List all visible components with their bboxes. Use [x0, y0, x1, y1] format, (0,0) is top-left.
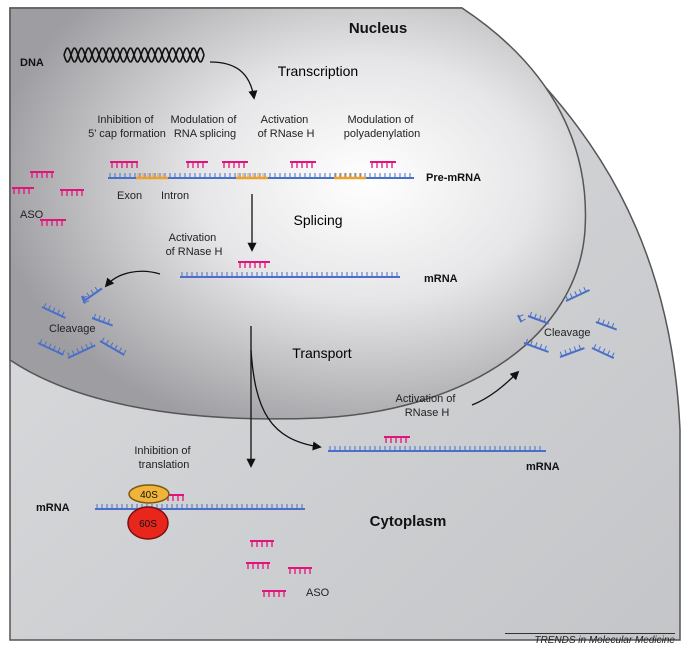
aso-molecule	[288, 567, 312, 574]
mrna-label-cyto: mRNA	[526, 461, 560, 473]
mrna-backbone	[180, 272, 400, 278]
bound-aso	[384, 436, 410, 443]
dna-label: DNA	[20, 57, 44, 69]
mrna-backbone	[328, 446, 546, 452]
splicing-label: Splicing	[293, 212, 342, 228]
transport-arrow-export	[250, 349, 322, 451]
aso-molecule	[262, 590, 286, 597]
rna-fragment	[591, 344, 615, 360]
intron-label: Intron	[161, 190, 189, 202]
aso-label-cyto: ASO	[306, 587, 330, 599]
rnase-h-activation-label-cyto: Activation of RNase H	[396, 393, 459, 419]
cleavage-arrow-nucleus	[104, 270, 161, 288]
exon-label: Exon	[117, 190, 142, 202]
rnase-h-activation-label-top: Activation of RNase H	[258, 114, 315, 140]
bound-aso	[238, 261, 270, 268]
rna-fragment	[565, 286, 590, 302]
cleaved-fragments-cytoplasm	[517, 286, 618, 360]
ribosome-40s-label: 40S	[140, 490, 158, 501]
aso-molecule	[30, 171, 54, 178]
nucleus-label: Nucleus	[349, 20, 407, 37]
transcription-arrow	[209, 61, 258, 100]
rna-fragment	[81, 295, 90, 304]
cleavage-arrow-cyto	[471, 370, 520, 406]
transcription-label: Transcription	[278, 63, 358, 79]
pre-mrna-strand	[108, 161, 414, 180]
bound-aso	[186, 161, 208, 168]
mrna-strand-nucleus	[180, 261, 400, 278]
rna-fragment	[41, 303, 66, 319]
cleavage-label-nucleus: Cleavage	[49, 323, 95, 335]
rnase-h-activation-label-nucleus: Activation of RNase H	[166, 232, 223, 258]
translation-inhibition-label: Inhibition of translation	[134, 445, 193, 471]
mrna-label-nucleus: mRNA	[424, 273, 458, 285]
rna-fragment	[37, 339, 66, 356]
rna-fragment	[559, 344, 585, 358]
cleaved-fragments-nucleus	[37, 286, 127, 359]
aso-molecule	[12, 187, 34, 194]
rna-fragment	[91, 313, 114, 327]
mrna-strand-cytoplasm	[328, 436, 546, 452]
aso-group-cytoplasm	[246, 540, 312, 597]
splicing-modulation-label: Modulation of RNA splicing	[170, 114, 239, 140]
ribosome-60s: 60S	[127, 506, 169, 540]
mrna-label-ribosome: mRNA	[36, 502, 70, 514]
dna-helix	[63, 47, 205, 63]
aso-label-nucleus: ASO	[20, 209, 44, 221]
rna-fragment	[67, 341, 96, 359]
bound-aso	[222, 161, 248, 168]
bound-aso	[370, 161, 396, 168]
cleavage-label-cyto: Cleavage	[544, 327, 590, 339]
dna-strand	[63, 47, 205, 63]
rna-fragment	[527, 311, 550, 325]
cytoplasm-label: Cytoplasm	[370, 513, 447, 530]
polyadenylation-modulation-label: Modulation of polyadenylation	[344, 114, 420, 140]
ribosome-60s-label: 60S	[139, 519, 157, 530]
aso-molecule	[250, 540, 274, 547]
aso-group-nucleus	[12, 171, 84, 226]
rna-fragment	[595, 317, 618, 331]
cap-inhibition-label: Inhibition of 5’ cap formation	[88, 114, 166, 140]
transport-label: Transport	[292, 345, 352, 361]
bound-aso	[110, 161, 138, 168]
pre-mrna-label: Pre-mRNA	[426, 172, 481, 184]
aso-molecule	[40, 219, 66, 226]
bound-aso	[290, 161, 316, 168]
journal-credit: TRENDS in Molecular Medicine	[505, 633, 675, 646]
nucleus-region	[9, 7, 587, 420]
rna-fragment	[99, 337, 127, 356]
rna-fragment	[523, 338, 549, 353]
aso-molecule	[246, 562, 270, 569]
aso-molecule	[60, 189, 84, 196]
rna-fragment	[517, 314, 526, 323]
ribosome-40s: 40S	[128, 484, 170, 504]
